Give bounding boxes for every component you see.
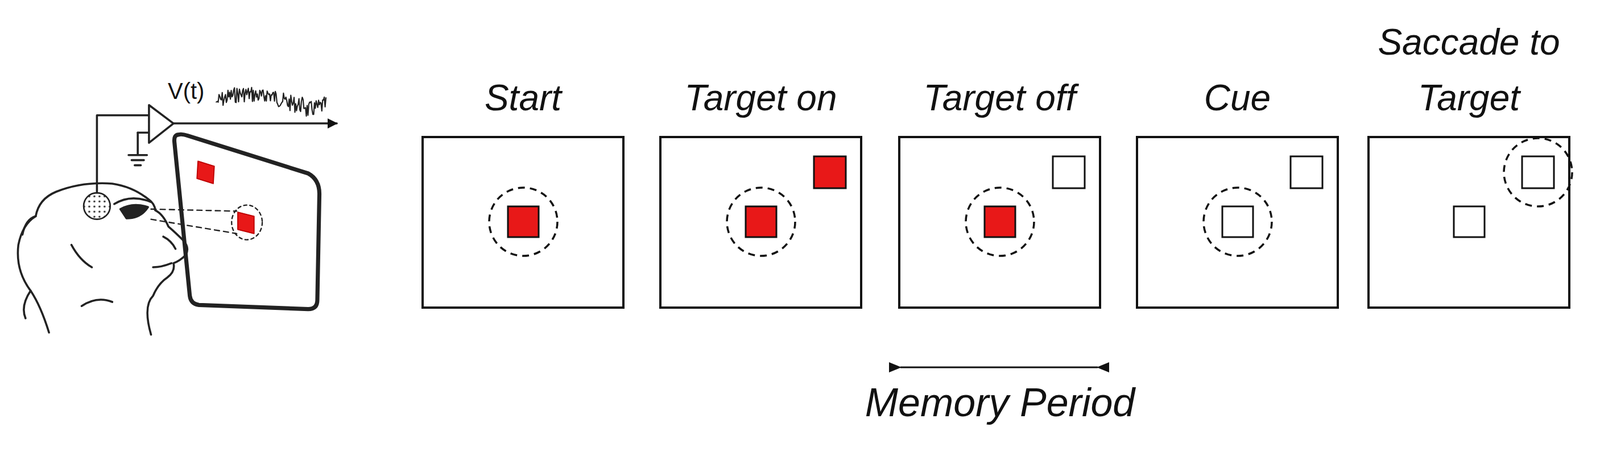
red-square <box>507 206 539 238</box>
screen-panel: Start <box>421 135 625 309</box>
panel-title: Start <box>398 69 649 126</box>
red-square <box>984 206 1016 238</box>
panel-drawing <box>1138 138 1337 307</box>
gaze-circle <box>726 187 796 256</box>
empty-square <box>1453 206 1485 238</box>
panel-title: Cue <box>1112 69 1363 126</box>
gaze-circle <box>489 187 558 256</box>
screen-panel: Target on <box>659 135 863 309</box>
panel-drawing <box>423 138 623 307</box>
gaze-circle <box>965 187 1035 256</box>
screen-panel: Target off <box>898 135 1102 309</box>
memory-period-arrow <box>900 366 1098 369</box>
panel-drawing <box>900 138 1099 307</box>
empty-square <box>1222 206 1254 238</box>
red-square <box>745 206 777 238</box>
panel-title: Target on <box>635 69 887 126</box>
screen-panel: Cue <box>1135 135 1339 309</box>
period-label: Memory Period <box>865 379 1136 426</box>
panel-drawing <box>661 138 861 307</box>
empty-square <box>1522 156 1554 189</box>
gaze-circle <box>1503 138 1573 207</box>
panel-title: Target off <box>874 69 1126 126</box>
gaze-circle <box>1203 187 1272 256</box>
screen-panel: Saccade to Target <box>1367 135 1571 309</box>
empty-square <box>1052 156 1085 189</box>
red-square <box>813 156 846 189</box>
empty-square <box>1290 156 1323 189</box>
panel-drawing <box>1369 138 1569 307</box>
signal-label: V(t) <box>167 78 205 105</box>
panel-title: Saccade to Target <box>1344 14 1595 126</box>
